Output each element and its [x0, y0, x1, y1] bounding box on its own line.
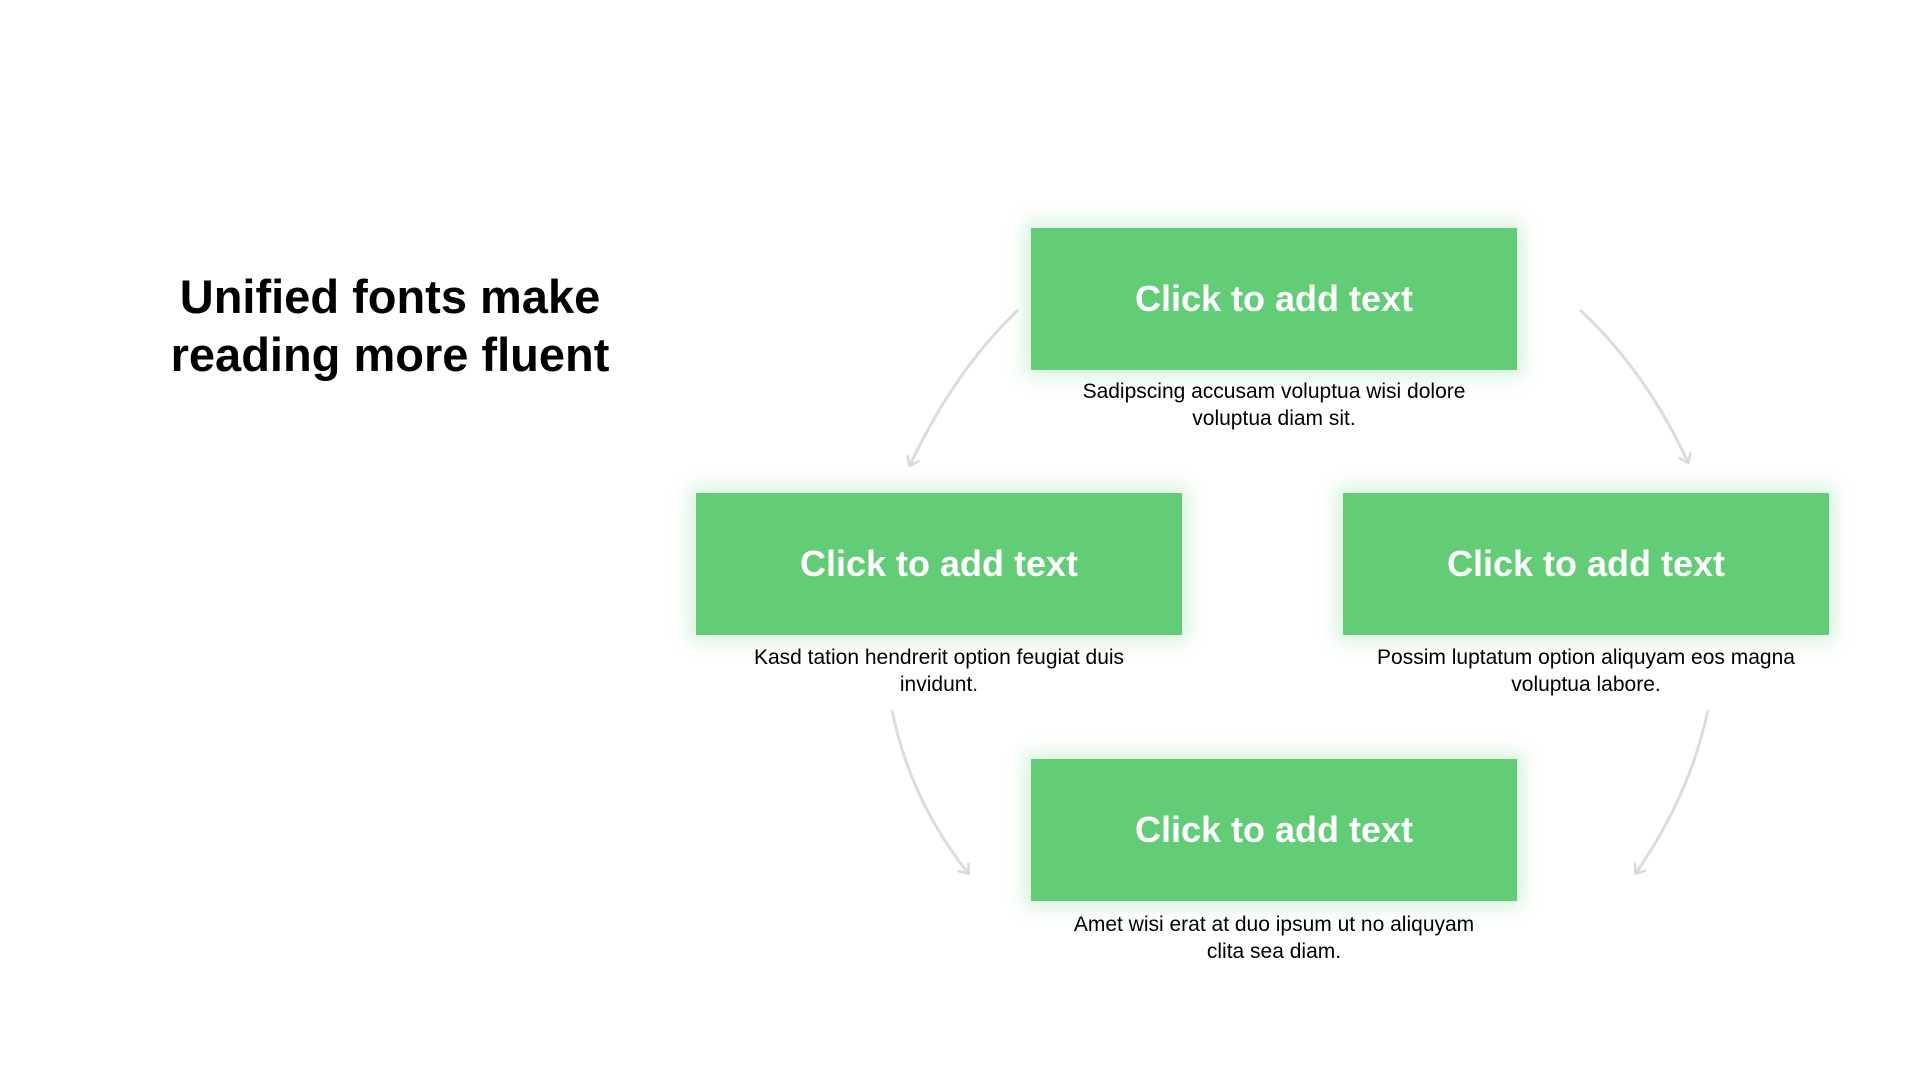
curved-arrow-icon	[1578, 308, 1692, 465]
node-description-line: Possim luptatum option aliquyam eos magn…	[1377, 646, 1795, 669]
node-description-line: Kasd tation hendrerit option feugiat dui…	[753, 646, 1125, 669]
node-description-line: voluptua diam sit.	[1192, 407, 1356, 430]
curved-arrow-icon	[1633, 709, 1710, 876]
node-description-line: Amet wisi erat at duo ipsum ut no aliquy…	[1073, 913, 1475, 936]
node-description-top: Sadipscing accusam voluptua wisi dolore …	[1031, 378, 1517, 432]
node-label[interactable]: Click to add text	[799, 543, 1079, 584]
node-description-left: Kasd tation hendrerit option feugiat dui…	[696, 644, 1182, 698]
node-description-right: Possim luptatum option aliquyam eos magn…	[1343, 644, 1829, 698]
curved-arrow-icon	[906, 308, 1020, 468]
node-description-line: clita sea diam.	[1206, 940, 1342, 963]
slide-title: Unified fonts make reading more fluent	[120, 268, 660, 384]
node-description-line: voluptua labore.	[1511, 673, 1661, 696]
slide-title-line-1: Unified fonts make	[179, 270, 601, 323]
node-box-top[interactable]: Click to add text	[1031, 228, 1517, 370]
node-box-bottom[interactable]: Click to add text	[1031, 759, 1517, 901]
node-label[interactable]: Click to add text	[1134, 809, 1414, 850]
node-description-line: Sadipscing accusam voluptua wisi dolore	[1082, 380, 1466, 403]
slide-title-line-2: reading more fluent	[170, 328, 610, 381]
node-description-bottom: Amet wisi erat at duo ipsum ut no aliquy…	[1031, 911, 1517, 965]
node-description-line: invidunt.	[899, 673, 979, 696]
curved-arrow-icon	[890, 709, 970, 876]
node-label[interactable]: Click to add text	[1446, 543, 1726, 584]
node-box-right[interactable]: Click to add text	[1343, 493, 1829, 635]
node-box-left[interactable]: Click to add text	[696, 493, 1182, 635]
node-label[interactable]: Click to add text	[1134, 278, 1414, 319]
